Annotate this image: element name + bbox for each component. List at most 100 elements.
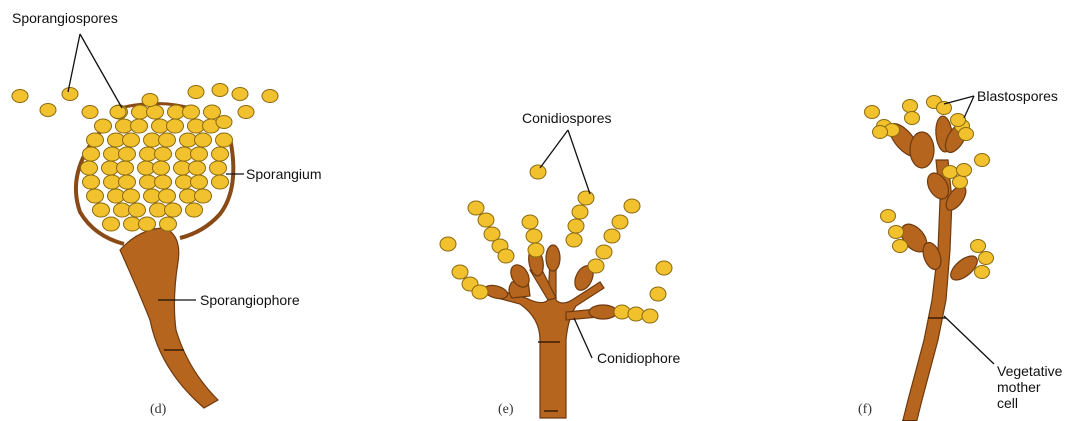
spore bbox=[108, 133, 125, 147]
spore bbox=[588, 259, 604, 273]
spore bbox=[604, 229, 620, 243]
spore bbox=[889, 226, 904, 239]
spore bbox=[119, 175, 136, 189]
spore bbox=[530, 165, 546, 179]
spore bbox=[62, 88, 78, 101]
spore bbox=[102, 161, 119, 175]
spore bbox=[159, 133, 176, 147]
leader-line bbox=[944, 316, 994, 364]
spore bbox=[191, 147, 208, 161]
spore bbox=[572, 205, 588, 219]
label-blastospores: Blastospores bbox=[977, 88, 1058, 104]
spore bbox=[180, 189, 197, 203]
spore bbox=[472, 285, 488, 299]
label-sporangium: Sporangium bbox=[246, 166, 322, 182]
spore bbox=[140, 147, 157, 161]
caption-d: (d) bbox=[150, 402, 167, 417]
label-sporangiophore: Sporangiophore bbox=[200, 292, 300, 308]
spore bbox=[979, 252, 994, 265]
spore bbox=[238, 106, 254, 119]
spore bbox=[140, 175, 157, 189]
spore bbox=[139, 217, 156, 231]
spore bbox=[183, 105, 200, 119]
spore bbox=[188, 86, 204, 99]
spore bbox=[103, 217, 120, 231]
spore bbox=[216, 133, 233, 147]
spore bbox=[865, 106, 880, 119]
spore bbox=[212, 147, 229, 161]
spore bbox=[174, 161, 191, 175]
spore bbox=[957, 164, 972, 177]
spore bbox=[104, 175, 121, 189]
spore bbox=[191, 175, 208, 189]
leader-line bbox=[568, 130, 590, 194]
spore bbox=[189, 161, 206, 175]
spore bbox=[624, 199, 640, 213]
spore bbox=[147, 105, 164, 119]
spore bbox=[440, 237, 456, 251]
spore bbox=[12, 90, 28, 103]
spore bbox=[204, 105, 221, 119]
spore bbox=[528, 243, 544, 257]
leader-line bbox=[964, 96, 974, 118]
spore bbox=[642, 309, 658, 323]
spore bbox=[108, 189, 125, 203]
spore bbox=[262, 90, 278, 103]
spore bbox=[95, 119, 112, 133]
spore bbox=[951, 114, 966, 127]
spore bbox=[159, 189, 176, 203]
spore bbox=[82, 106, 98, 119]
spore bbox=[40, 104, 56, 117]
spore bbox=[160, 217, 177, 231]
spore bbox=[132, 105, 149, 119]
spore bbox=[83, 175, 100, 189]
spore bbox=[195, 133, 212, 147]
spore bbox=[93, 203, 110, 217]
label-conidiophore: Conidiophore bbox=[597, 350, 680, 366]
caption-e: (e) bbox=[498, 402, 514, 417]
spore bbox=[110, 106, 126, 119]
spore bbox=[87, 189, 104, 203]
spore bbox=[568, 219, 584, 233]
leader-line bbox=[944, 96, 974, 104]
spore bbox=[144, 189, 161, 203]
spore bbox=[468, 201, 484, 215]
spore bbox=[188, 119, 205, 133]
spore bbox=[498, 249, 514, 263]
spore bbox=[526, 229, 542, 243]
panel-d: Sporangiospores Sporangium Sporangiophor… bbox=[12, 10, 322, 417]
spore bbox=[210, 161, 227, 175]
panel-e: Conidiospores Conidiophore (e) bbox=[440, 110, 680, 418]
spore bbox=[614, 305, 630, 319]
spore bbox=[123, 189, 140, 203]
spore bbox=[975, 266, 990, 279]
spore bbox=[155, 147, 172, 161]
spore bbox=[144, 133, 161, 147]
spore bbox=[612, 215, 628, 229]
spore bbox=[129, 203, 146, 217]
leader-line bbox=[68, 34, 80, 92]
spore bbox=[155, 175, 172, 189]
leader-line bbox=[540, 130, 568, 168]
spore bbox=[903, 100, 918, 113]
label-vegetative: Vegetative bbox=[997, 363, 1063, 379]
spore bbox=[117, 161, 134, 175]
spore bbox=[953, 176, 968, 189]
spore bbox=[452, 265, 468, 279]
sporangiophore-stalk bbox=[120, 228, 218, 408]
panel-f: Blastospores Vegetative mother cell (f) bbox=[858, 88, 1063, 421]
spore bbox=[83, 147, 100, 161]
spore bbox=[232, 88, 248, 101]
spore bbox=[656, 261, 672, 275]
spore bbox=[150, 203, 167, 217]
spore bbox=[522, 215, 538, 229]
spore bbox=[596, 245, 612, 259]
spore bbox=[165, 203, 182, 217]
spore bbox=[153, 161, 170, 175]
leader-line bbox=[80, 34, 122, 108]
spore bbox=[116, 119, 133, 133]
spore bbox=[578, 191, 594, 205]
spore bbox=[186, 203, 203, 217]
